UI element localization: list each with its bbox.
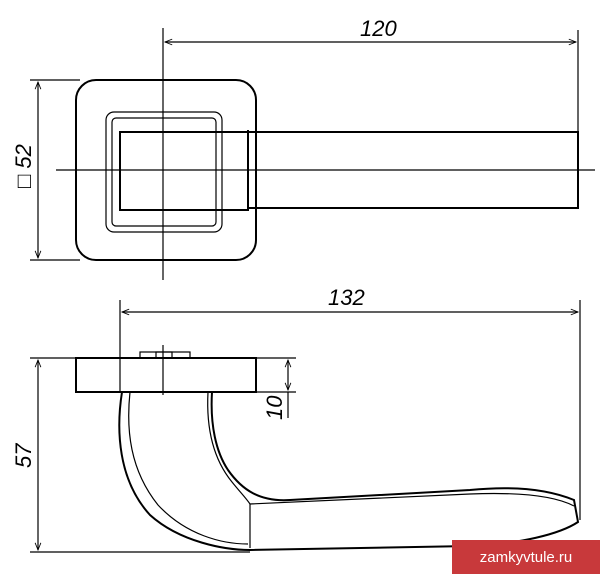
dim-10-label: 10 (262, 395, 287, 420)
lever-neck (119, 131, 249, 211)
lever-tip (249, 492, 575, 507)
rosette-inner (105, 111, 223, 233)
watermark-badge: zamkyvtule.ru (452, 540, 600, 574)
top-view (30, 28, 595, 280)
side-spindle-dot (155, 351, 173, 359)
dim-132-label: 132 (328, 285, 365, 310)
lever-body-inner (128, 391, 249, 545)
lever-body-outer (118, 391, 580, 552)
dim-52-label: □ 52 (11, 144, 36, 188)
rosette-inner-2 (111, 117, 217, 227)
dim-120-label: 120 (360, 16, 397, 41)
lever-body-edge-2 (207, 391, 251, 505)
side-rosette (75, 357, 257, 393)
dim-57-label: 57 (11, 443, 36, 468)
side-view (30, 300, 581, 553)
